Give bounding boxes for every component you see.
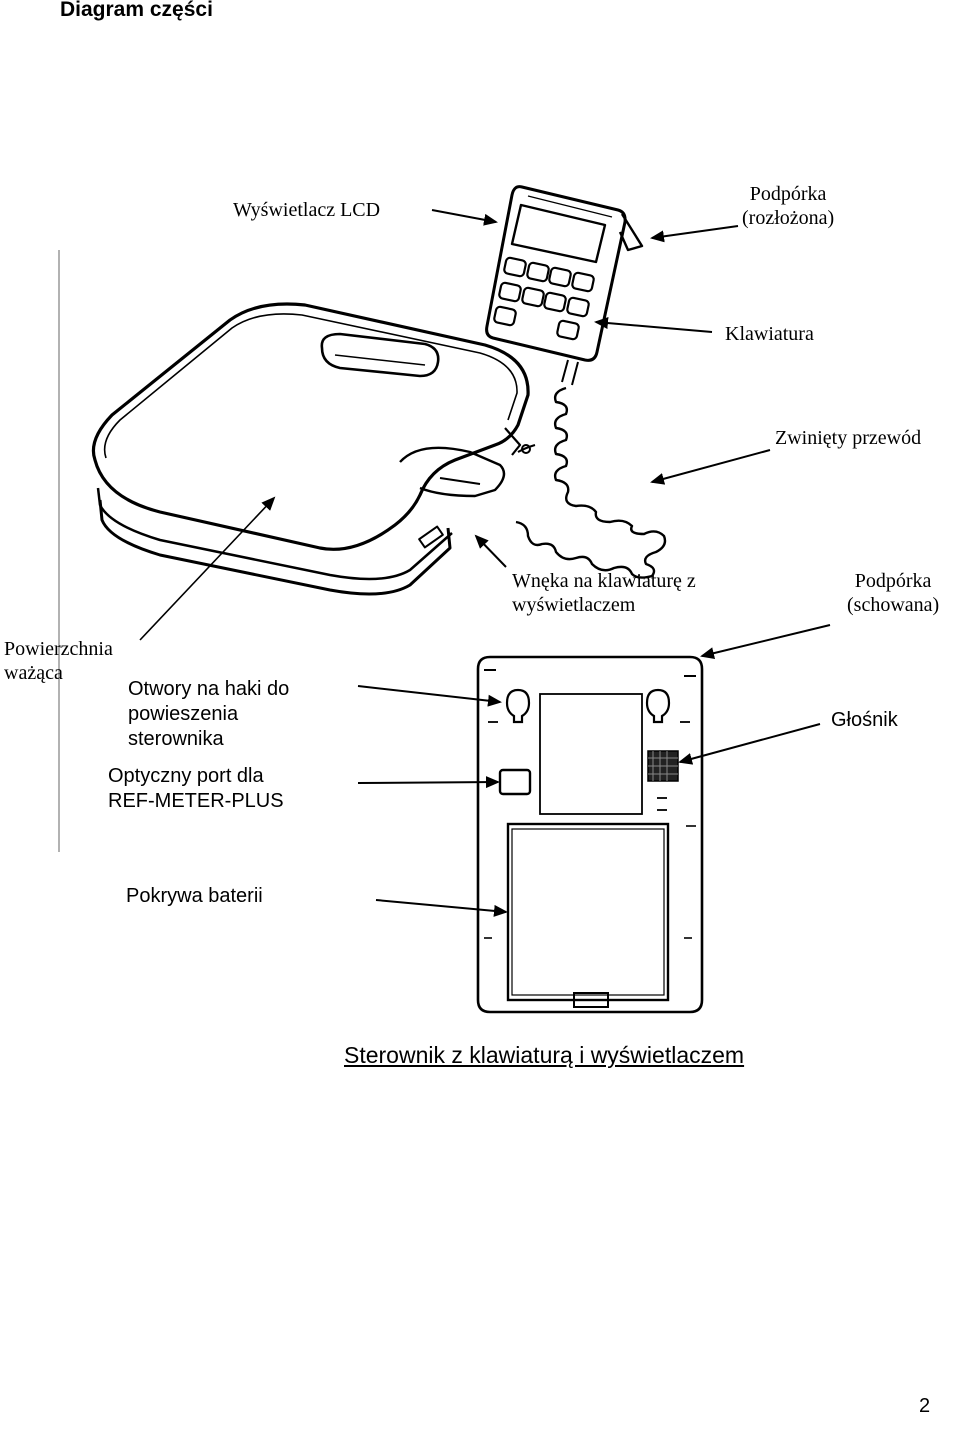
scale-illustration (91, 302, 530, 596)
label-stand-unfolded: Podpórka (rozłożona) (742, 183, 835, 229)
label-hanging-holes: Otwory na haki do powieszenia sterownika (128, 678, 290, 750)
label-coiled-cord: Zwinięty przewód (775, 427, 922, 449)
label-stand-folded: Podpórka (schowana) (847, 570, 940, 616)
controller-back-illustration (476, 655, 704, 1014)
page-heading: Diagram części (60, 0, 213, 21)
label-weighing-surface: Powierzchnia ważąca (4, 638, 113, 684)
label-optical-port: Optyczny port dla REF-METER-PLUS (108, 765, 284, 812)
diagram-caption: Sterownik z klawiaturą i wyświetlaczem (344, 1042, 745, 1068)
controller-illustration (485, 185, 667, 579)
label-speaker: Głośnik (831, 709, 898, 731)
label-keypad: Klawiatura (725, 323, 814, 345)
label-battery-cover: Pokrywa baterii (126, 885, 263, 907)
page-number: 2 (919, 1395, 931, 1417)
leader-lines (139, 209, 831, 917)
label-lcd-display: Wyświetlacz LCD (233, 199, 381, 221)
label-keypad-recess: Wnęka na klawiaturę z wyświetlaczem (512, 570, 696, 616)
